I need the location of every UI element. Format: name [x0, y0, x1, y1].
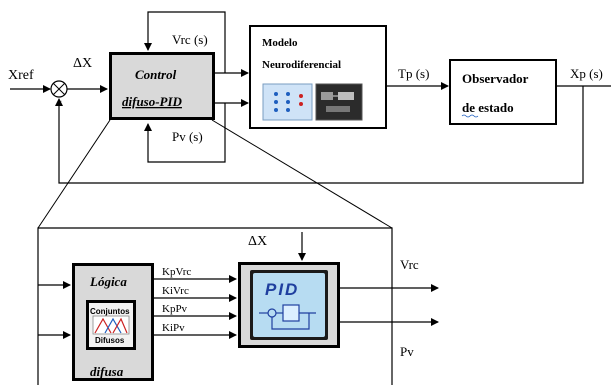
delta-x-bottom-label: ΔX	[248, 234, 267, 249]
pv-top-label: Pv (s)	[172, 129, 203, 144]
pid-label: PID	[265, 280, 299, 299]
difuso-pid-label: difuso-PID	[122, 94, 183, 109]
neural-network-thumbnail	[263, 84, 312, 120]
delta-x-top-label: ΔX	[73, 56, 92, 71]
kivrc-label: KiVrc	[162, 285, 189, 297]
vrc-top-label: Vrc (s)	[172, 32, 208, 47]
observador-label: Observador	[462, 71, 529, 86]
xp-label: Xp (s)	[570, 66, 603, 81]
zoom-line-left	[38, 120, 110, 228]
zoom-line-right	[212, 120, 392, 228]
difusa-label: difusa	[90, 364, 124, 379]
kipv-label: KiPv	[162, 322, 185, 334]
logica-label: Lógica	[89, 274, 127, 289]
tp-label: Tp (s)	[398, 66, 429, 81]
neurodiferencial-label: Neurodiferencial	[262, 59, 341, 71]
control-difuso-pid-block	[109, 52, 215, 120]
modelo-label: Modelo	[262, 37, 298, 49]
pv-bottom-label: Pv	[400, 344, 414, 359]
conjuntos-label: Conjuntos	[90, 307, 130, 316]
kppv-label: KpPv	[162, 303, 188, 315]
summing-junction	[51, 81, 67, 97]
simulink-model-thumbnail	[316, 84, 362, 120]
control-label: Control	[135, 67, 177, 82]
vrc-bottom-label: Vrc	[400, 257, 419, 272]
kpvrc-label: KpVrc	[162, 266, 191, 278]
de-estado-label: de estado	[462, 100, 514, 115]
difusos-label: Difusos	[95, 336, 125, 345]
xref-label: Xref	[8, 68, 34, 83]
